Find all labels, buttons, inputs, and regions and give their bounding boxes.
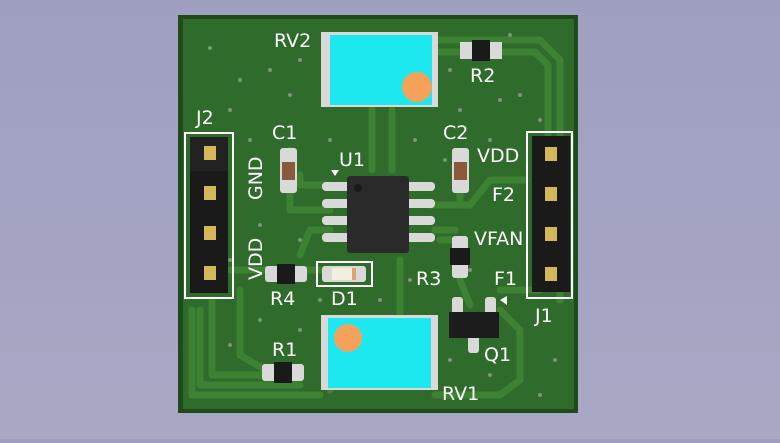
j1-label: J1 <box>534 305 553 327</box>
r3-resistor[interactable] <box>450 236 470 278</box>
j1-connector[interactable] <box>526 131 573 299</box>
c2-capacitor[interactable] <box>452 148 469 193</box>
r1-resistor[interactable] <box>262 362 304 383</box>
r1-label: R1 <box>272 339 297 361</box>
j2-connector[interactable] <box>184 132 234 299</box>
u1-label: U1 <box>339 149 365 171</box>
u1-ic[interactable] <box>322 170 435 253</box>
q1-transistor[interactable] <box>449 296 507 353</box>
r2-label: R2 <box>470 65 495 87</box>
c1-capacitor[interactable] <box>280 148 297 193</box>
d1-led[interactable] <box>316 261 373 287</box>
rv1-trimmer[interactable] <box>321 315 438 390</box>
c1-label: C1 <box>272 122 297 144</box>
d1-label: D1 <box>331 288 358 310</box>
rv2-label: RV2 <box>274 30 311 52</box>
vdd-right-label: VDD <box>477 145 519 167</box>
f2-label: F2 <box>492 184 515 206</box>
vfan-label: VFAN <box>474 228 523 250</box>
r3-label: R3 <box>416 268 441 290</box>
vdd-left-label: VDD <box>245 238 267 280</box>
r4-resistor[interactable] <box>265 264 307 284</box>
j2-label: J2 <box>195 107 214 129</box>
gnd-label: GND <box>245 156 267 200</box>
r2-resistor[interactable] <box>460 40 502 61</box>
q1-label: Q1 <box>484 344 511 366</box>
c2-label: C2 <box>443 122 468 144</box>
rv1-label: RV1 <box>442 383 479 405</box>
rv2-trimmer[interactable] <box>321 32 438 107</box>
r4-label: R4 <box>270 288 295 310</box>
f1-label: F1 <box>494 268 517 290</box>
